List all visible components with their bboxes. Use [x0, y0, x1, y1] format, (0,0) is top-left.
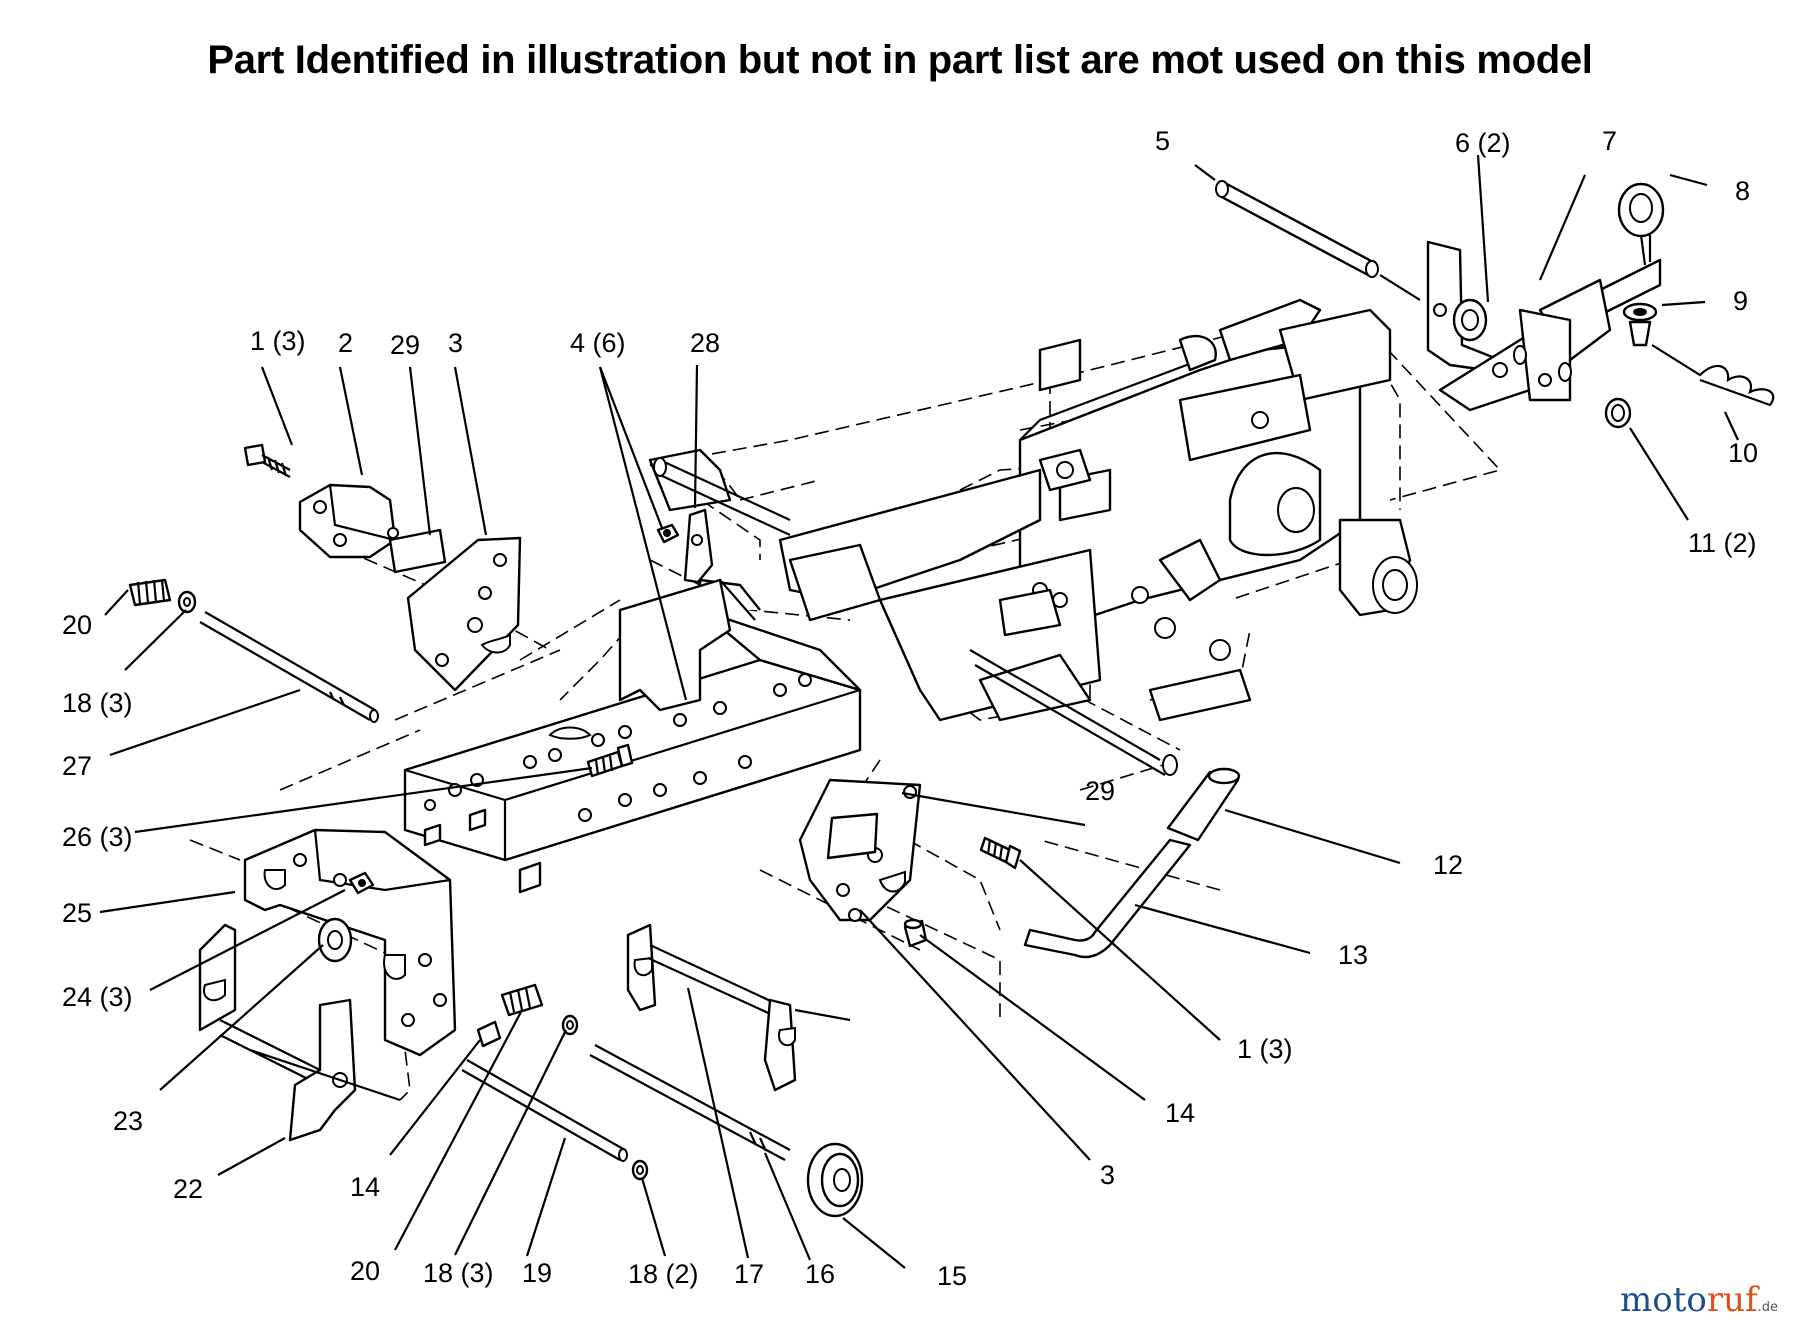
part-28-clip — [683, 508, 714, 584]
part-29-decal-upper — [388, 528, 447, 574]
part-2-bracket — [298, 483, 399, 559]
callout-20-lower: 20 — [350, 1256, 380, 1286]
callout-12: 12 — [1433, 850, 1463, 880]
part-14-pin-left — [476, 1020, 502, 1048]
part-20-spring-lower — [500, 983, 544, 1017]
callout-labels: 5 6 (2) 7 8 9 10 11 (2) 1 (3) 2 29 3 4 (… — [62, 126, 1758, 1291]
callout-27: 27 — [62, 751, 92, 781]
callout-3-lower: 3 — [1100, 1160, 1115, 1190]
frame-channel — [648, 448, 1102, 722]
part-1-bolt-lower — [979, 836, 1022, 870]
part-6-bracket — [1426, 240, 1502, 374]
watermark-text-b: ruf — [1706, 1280, 1758, 1320]
callout-16: 16 — [805, 1259, 835, 1289]
part-27-rod — [199, 611, 379, 723]
callout-25: 25 — [62, 898, 92, 928]
callout-2: 2 — [338, 328, 353, 358]
callout-4: 4 (6) — [570, 328, 626, 358]
callout-6: 6 (2) — [1455, 128, 1511, 158]
part-20-spring-upper — [128, 578, 172, 607]
watermark-logo: motoruf.de — [1620, 1280, 1778, 1320]
callout-10: 10 — [1728, 438, 1758, 468]
callout-1-lower: 1 (3) — [1237, 1034, 1293, 1064]
part-18-clip-upper — [177, 590, 197, 614]
part-23-roller — [317, 917, 353, 963]
callout-13: 13 — [1338, 940, 1368, 970]
callout-11: 11 (2) — [1688, 528, 1757, 558]
callout-1-upper: 1 (3) — [250, 326, 306, 356]
part-26-bolt — [586, 743, 634, 778]
callout-15: 15 — [937, 1261, 967, 1291]
callout-18-upper: 18 (3) — [62, 688, 133, 718]
part-19-rod — [461, 1059, 628, 1162]
diagram-heading: Part Identified in illustration but not … — [207, 38, 1593, 82]
part-13-lever — [1023, 838, 1192, 959]
part-11-ring — [1604, 397, 1632, 429]
part-8-eye-bolt — [1617, 182, 1665, 266]
part-14-pin-right — [903, 918, 928, 948]
leader-lines — [99, 154, 1739, 1269]
callout-18-lower: 18 (3) — [423, 1258, 494, 1288]
callout-17: 17 — [734, 1259, 764, 1289]
transmission-housing — [1018, 298, 1418, 722]
callout-8: 8 — [1735, 176, 1750, 206]
part-22-yoke — [198, 923, 401, 1142]
part-12-grip — [1166, 767, 1241, 842]
part-5-pin — [1215, 180, 1421, 301]
callout-18-2: 18 (2) — [628, 1259, 699, 1289]
watermark-text-a: moto — [1620, 1280, 1707, 1320]
support-channel — [618, 578, 756, 712]
callout-20-upper: 20 — [62, 610, 92, 640]
callout-5: 5 — [1155, 126, 1170, 156]
part-3-plate-upper — [406, 536, 522, 692]
part-18-clip-lower — [561, 1014, 649, 1181]
callout-19: 19 — [522, 1258, 552, 1288]
callout-22: 22 — [173, 1174, 203, 1204]
callout-28: 28 — [690, 328, 720, 358]
part-7-hitch — [1438, 258, 1662, 412]
callout-14-right: 14 — [1165, 1098, 1195, 1128]
callout-26: 26 (3) — [62, 822, 133, 852]
part-25-bracket — [243, 828, 457, 1057]
part-10-hairpin — [1651, 344, 1775, 407]
callout-9: 9 — [1733, 286, 1748, 316]
cross-rods — [653, 457, 1178, 776]
part-15-pulley — [806, 1142, 864, 1218]
callout-14-left: 14 — [350, 1172, 380, 1202]
watermark-tld: .de — [1757, 1300, 1778, 1315]
callout-23: 23 — [113, 1106, 143, 1136]
callout-24: 24 (3) — [62, 982, 133, 1012]
part-9-spacer — [1622, 302, 1658, 347]
callout-29-lower: 29 — [1085, 776, 1115, 806]
part-1-bolt-upper — [243, 443, 291, 478]
part-16-rod — [589, 1044, 791, 1161]
part-29-decal-lower — [826, 812, 879, 860]
callout-29-upper: 29 — [390, 330, 420, 360]
callout-7: 7 — [1602, 126, 1617, 156]
part-17-yoke — [626, 923, 851, 1092]
part-24-nut — [348, 871, 375, 895]
callout-3-upper: 3 — [448, 328, 463, 358]
